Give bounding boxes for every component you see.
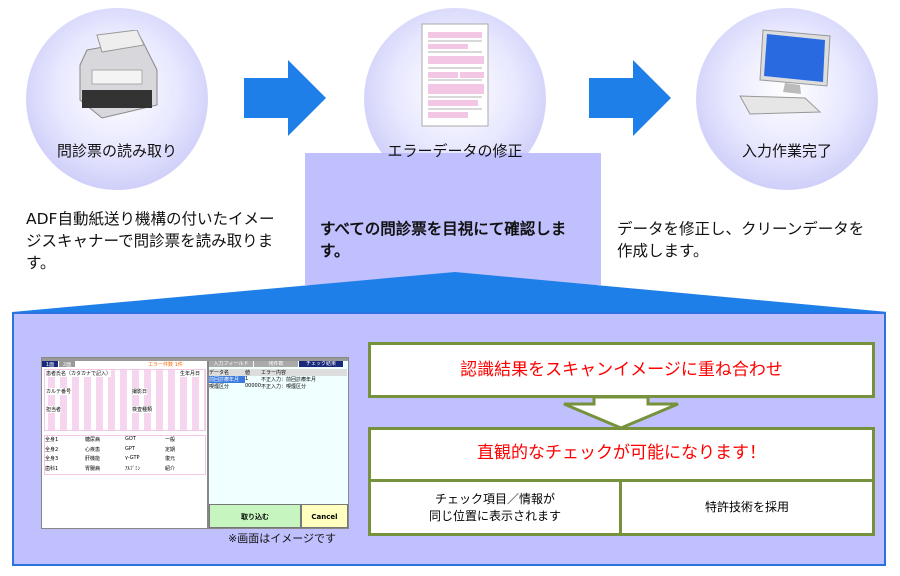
check-item[interactable]: 胃腸病 xyxy=(85,465,101,472)
check-item[interactable]: 紹介 xyxy=(165,465,176,472)
form-document-icon xyxy=(421,23,489,127)
arrow-right-icon xyxy=(589,60,671,136)
screen-caption: ※画面はイメージです xyxy=(228,532,336,545)
computer-icon xyxy=(739,29,831,115)
arrow-right-icon xyxy=(244,60,326,136)
step-1-description: ADF自動紙送り機構の付いたイメージスキャナーで問診票を読み取ります。 xyxy=(26,210,275,272)
col-header: エラー内容 xyxy=(261,370,287,376)
field-label: 生年月日 xyxy=(180,370,201,377)
callout-left: チェック項目／情報が 同じ位置に表示されます xyxy=(371,482,622,533)
check-item[interactable]: 定期 xyxy=(165,446,176,453)
step-3-description: データを修正し、クリーンデータを作成します。 xyxy=(617,220,865,260)
callout-overlay: 認識結果をスキャンイメージに重ね合わせ xyxy=(368,342,875,398)
cell: 喫煙区分 xyxy=(209,384,230,390)
form-area xyxy=(44,369,206,431)
check-item[interactable]: 糖尿病 xyxy=(85,437,101,443)
field-label: 担当者 xyxy=(46,406,62,413)
tab-input-field[interactable]: 入力フィールド xyxy=(209,361,253,367)
field-label: 検査種類 xyxy=(132,406,153,413)
check-item[interactable]: GOT xyxy=(125,436,136,442)
field-label: 撮影日 xyxy=(132,388,148,395)
cancel-button[interactable]: Cancel xyxy=(301,504,348,528)
check-item[interactable]: 全身1 xyxy=(45,437,59,443)
check-item[interactable]: γ-GTP xyxy=(125,455,140,461)
tab-remaining[interactable]: 残件数 xyxy=(254,361,298,367)
highlight-box xyxy=(305,153,601,285)
step-2-description: すべての問診票を目視にて確認します。 xyxy=(320,220,567,260)
cell: 不正入力：喫煙区分 xyxy=(261,384,307,390)
cell: 不正入力：前回診療年月 xyxy=(261,377,317,383)
check-item[interactable]: GPT xyxy=(125,445,135,452)
error-count: エラー件数 1件 xyxy=(148,362,183,368)
callout-right: 特許技術を採用 xyxy=(704,500,789,514)
step-2-label: エラーデータの修正 xyxy=(387,142,523,160)
import-button[interactable]: 取り込む xyxy=(209,504,301,528)
check-item[interactable]: 復元 xyxy=(165,456,176,462)
cell: 00000 xyxy=(245,383,261,389)
check-item[interactable]: 全身2 xyxy=(45,446,59,453)
tab-check-result[interactable]: チェック結果 xyxy=(299,361,343,367)
check-item[interactable]: ｱﾙﾌﾞﾐﾝ xyxy=(125,465,141,472)
screen-image: 1面 2面 エラー件数 1件 患者氏名（カタカナで記入） 生年月日 カルテ番号 … xyxy=(41,357,349,529)
step-3-label: 入力作業完了 xyxy=(741,142,832,160)
tab-page-1: 1面 xyxy=(42,361,58,368)
check-item[interactable]: 全身3 xyxy=(45,456,59,462)
expand-wedge xyxy=(12,272,888,312)
callout-main-box: 直観的なチェックが可能になります！ チェック項目／情報が 同じ位置に表示されます… xyxy=(368,427,875,536)
callout-main: 直観的なチェックが可能になります！ xyxy=(371,430,872,482)
check-item[interactable]: 歯科1 xyxy=(45,465,59,472)
right-pane xyxy=(207,361,348,528)
down-arrow-icon xyxy=(563,396,679,430)
field-label: カルテ番号 xyxy=(46,388,72,395)
field-label: 患者氏名（カタカナで記入） xyxy=(46,370,112,377)
scanner-icon xyxy=(79,30,158,119)
check-item[interactable]: 一般 xyxy=(165,437,176,443)
step-1-label: 問診票の読み取り xyxy=(56,142,177,160)
cell: 前回診療年月 xyxy=(209,376,245,383)
col-header: データ名 xyxy=(209,370,230,376)
check-item[interactable]: 心疾患 xyxy=(85,446,101,453)
cell: 1 xyxy=(245,376,249,382)
tab-page-2: 2面 xyxy=(59,361,75,368)
check-item[interactable]: 肝機能 xyxy=(85,456,101,462)
col-header: 値 xyxy=(245,370,251,376)
